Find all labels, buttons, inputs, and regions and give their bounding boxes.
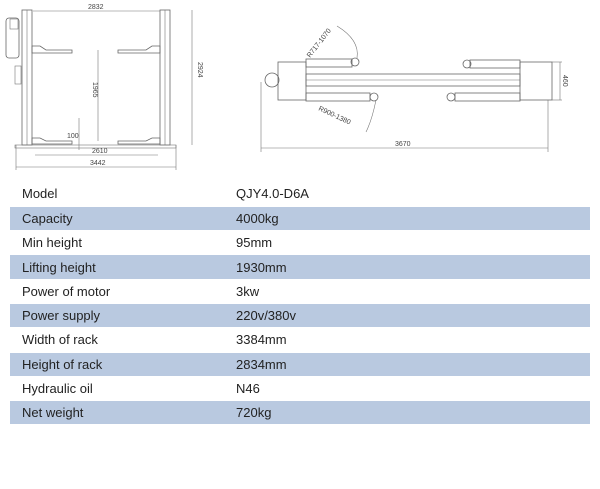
arm-lr bbox=[454, 92, 521, 102]
dim-depth: 460 bbox=[561, 75, 568, 87]
spec-row-width-of-rack: Width of rack 3384mm bbox=[10, 328, 590, 352]
spec-label: Min height bbox=[22, 235, 82, 251]
spec-label: Power supply bbox=[10, 302, 236, 329]
dim-overall-width: 3442 bbox=[90, 160, 106, 167]
dim-long-arm: R900-1380 bbox=[317, 105, 351, 126]
right-upper-arm bbox=[117, 45, 161, 54]
pad-ul bbox=[350, 57, 360, 67]
left-lower-arm bbox=[31, 137, 73, 145]
dim-inner-width: 2610 bbox=[92, 148, 108, 155]
spec-value: QJY4.0-D6A bbox=[236, 186, 309, 202]
pad-lr bbox=[446, 92, 456, 102]
spec-label: Lifting height bbox=[10, 254, 236, 280]
spec-label: Height of rack bbox=[10, 351, 236, 377]
spec-row-min-height: Min height 95mm bbox=[10, 231, 590, 255]
spec-row-power-of-motor: Power of motor 3kw bbox=[10, 279, 590, 303]
dim-short-arm: R717-1070 bbox=[306, 28, 333, 60]
spec-label: Net weight bbox=[10, 400, 236, 426]
spec-value: 95mm bbox=[236, 235, 273, 251]
dim-arm-height: 1965 bbox=[91, 82, 98, 98]
motor-unit bbox=[5, 17, 20, 59]
spec-value: 220v/380v bbox=[236, 302, 590, 329]
technical-drawings: 2832 2924 1965 100 2610 3442 R717-1070 R… bbox=[5, 4, 568, 170]
right-lower-arm bbox=[117, 137, 161, 145]
spec-label: Width of rack bbox=[22, 332, 98, 348]
dim-min: 100 bbox=[67, 133, 79, 140]
spec-value: 4000kg bbox=[236, 205, 590, 232]
spec-value: 3384mm bbox=[236, 332, 287, 348]
spec-row-model: Model QJY4.0-D6A bbox=[10, 182, 590, 206]
pad-ur bbox=[462, 59, 472, 69]
arm-ul bbox=[305, 58, 353, 68]
left-upper-arm bbox=[31, 45, 73, 54]
spec-value: 3kw bbox=[236, 283, 260, 299]
pad-ll bbox=[369, 92, 379, 102]
spec-label: Hydraulic oil bbox=[22, 381, 93, 397]
left-column-top bbox=[277, 61, 307, 101]
motor-coil bbox=[9, 18, 19, 30]
spec-value: N46 bbox=[236, 381, 260, 397]
spec-label: Power of motor bbox=[22, 283, 111, 299]
spec-row-hydraulic-oil: Hydraulic oil N46 bbox=[10, 376, 590, 400]
dim-height: 2924 bbox=[196, 62, 203, 78]
top-view-drawing: R717-1070 R900-1380 460 3670 bbox=[260, 25, 568, 152]
pump-box bbox=[14, 65, 22, 85]
arm-ll bbox=[305, 92, 371, 102]
dim-top-width: 2832 bbox=[88, 4, 104, 11]
spec-label: Model bbox=[22, 186, 58, 202]
spec-label: Capacity bbox=[10, 205, 236, 232]
spec-value: 720kg bbox=[236, 400, 590, 426]
right-column-top bbox=[519, 61, 553, 101]
arm-ur bbox=[469, 59, 521, 69]
front-view-drawing: 2832 2924 1965 100 2610 3442 bbox=[5, 4, 203, 170]
spec-value: 1930mm bbox=[236, 254, 590, 280]
spec-value: 2834mm bbox=[236, 351, 590, 377]
motor-top bbox=[264, 72, 280, 88]
dim-length: 3670 bbox=[395, 141, 411, 148]
